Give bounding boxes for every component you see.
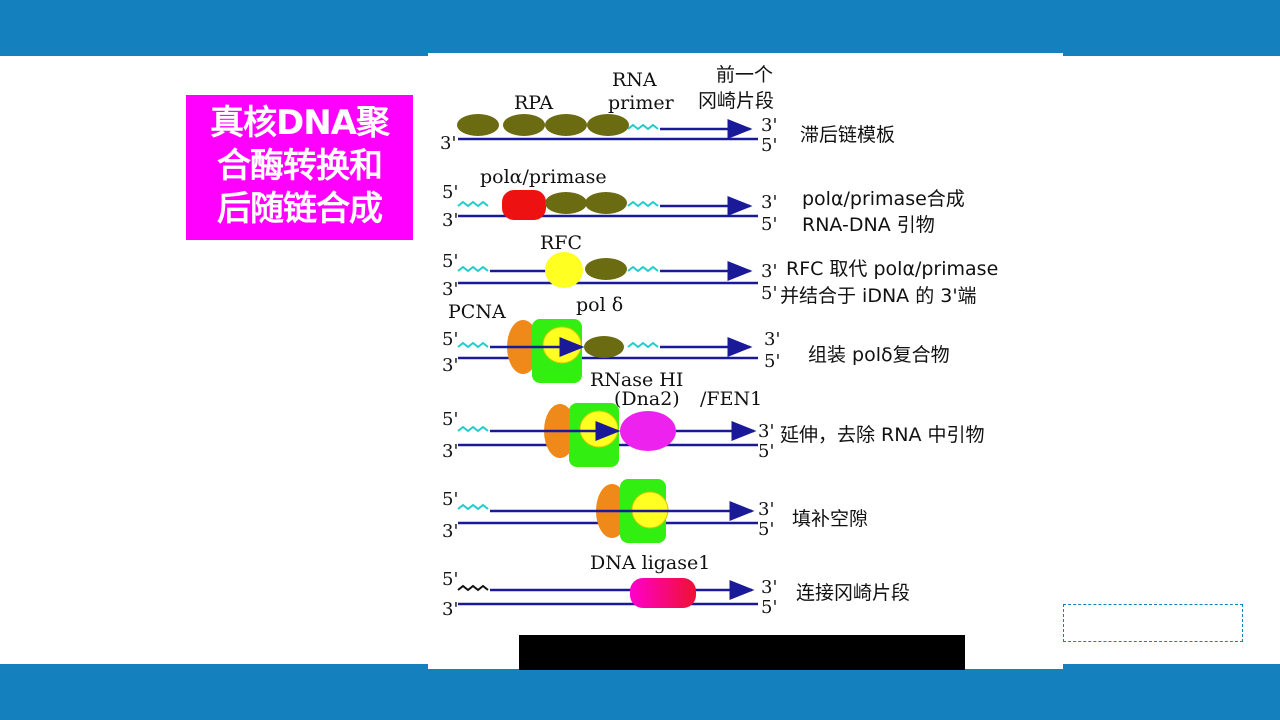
end-label: 5' bbox=[442, 329, 458, 350]
rpa-protein bbox=[585, 192, 627, 214]
pcna-label: PCNA bbox=[448, 301, 506, 323]
step-desc: 并结合于 iDNA 的 3'端 bbox=[780, 285, 977, 307]
rna-primer bbox=[457, 425, 489, 433]
end-label: 5' bbox=[442, 489, 458, 510]
title-line-1: 真核DNA聚 bbox=[210, 103, 390, 143]
end-label: 3' bbox=[442, 210, 458, 231]
rna-primer bbox=[627, 200, 659, 208]
rfc-protein bbox=[579, 410, 619, 448]
fen1-label: /FEN1 bbox=[700, 388, 762, 410]
rpa-protein bbox=[587, 114, 629, 136]
end-label: 3' bbox=[440, 133, 456, 154]
fen1-protein bbox=[620, 411, 676, 451]
title-line-2: 合酶转换和 bbox=[217, 146, 383, 186]
end-label: 5' bbox=[758, 441, 774, 462]
end-label: 5' bbox=[761, 597, 777, 618]
rpa-protein bbox=[545, 114, 587, 136]
row-1: 3' 3' 5' 滞后链模板 bbox=[440, 114, 895, 156]
row-5: RNase HI (Dna2) /FEN1 5' 3' 3' 5' 延伸，去除 … bbox=[442, 369, 985, 467]
dna-nick-end bbox=[457, 584, 489, 592]
end-label: 5' bbox=[761, 283, 777, 304]
title-line-3: 后随链合成 bbox=[217, 189, 383, 229]
ligase-label: DNA ligase1 bbox=[590, 552, 710, 574]
end-label: 3' bbox=[442, 521, 458, 542]
end-label: 5' bbox=[761, 214, 777, 235]
step-desc: 滞后链模板 bbox=[800, 124, 895, 146]
step-desc: 填补空隙 bbox=[792, 508, 868, 530]
row-6: 5' 3' 3' 5' 填补空隙 bbox=[442, 479, 868, 543]
primer-label: primer bbox=[608, 92, 675, 114]
slide-title: 真核DNA聚 合酶转换和 后随链合成 bbox=[186, 95, 413, 240]
pol-alpha-primase bbox=[502, 190, 546, 220]
rpa-label: RPA bbox=[514, 92, 553, 114]
end-label: 5' bbox=[442, 182, 458, 203]
rfc-protein bbox=[542, 326, 582, 364]
end-label: 5' bbox=[442, 569, 458, 590]
rnase-label: RNase HI bbox=[590, 369, 683, 391]
rna-primer bbox=[457, 200, 489, 208]
end-label: 5' bbox=[761, 135, 777, 156]
rpa-protein bbox=[585, 258, 627, 280]
rna-primer bbox=[457, 503, 489, 511]
rpa-protein bbox=[545, 192, 587, 214]
dna2-label: (Dna2) bbox=[614, 388, 680, 410]
dna-ligase-protein bbox=[630, 578, 696, 608]
end-label: 3' bbox=[761, 577, 777, 598]
rfc-label: RFC bbox=[540, 232, 582, 254]
top-band bbox=[0, 0, 1280, 56]
end-label: 3' bbox=[442, 599, 458, 620]
rpa-protein bbox=[584, 336, 624, 358]
end-label: 3' bbox=[761, 115, 777, 136]
end-label: 5' bbox=[764, 351, 780, 372]
end-label: 3' bbox=[758, 499, 774, 520]
rna-label: RNA bbox=[612, 69, 657, 91]
end-label: 3' bbox=[442, 441, 458, 462]
step-desc: RFC 取代 polα/primase bbox=[786, 258, 998, 280]
row-4: PCNA pol δ 5' 3' 3' 5' 组装 polδ复合物 bbox=[442, 294, 950, 383]
prev-fragment-label-1: 前一个 bbox=[716, 64, 773, 86]
rna-primer bbox=[627, 265, 659, 273]
dashed-placeholder-box bbox=[1063, 604, 1243, 642]
end-label: 3' bbox=[442, 355, 458, 376]
step-desc: 连接冈崎片段 bbox=[796, 582, 910, 604]
step-desc: RNA-DNA 引物 bbox=[802, 214, 935, 236]
end-label: 3' bbox=[761, 261, 777, 282]
row-2: polα/primase 5' 3' 3' 5' polα/primase合成 … bbox=[442, 166, 965, 236]
end-label: 5' bbox=[758, 519, 774, 540]
end-label: 3' bbox=[758, 421, 774, 442]
rpa-protein bbox=[503, 114, 545, 136]
end-label: 3' bbox=[761, 192, 777, 213]
rna-primer bbox=[457, 265, 489, 273]
end-label: 5' bbox=[442, 409, 458, 430]
prev-fragment-label-2: 冈崎片段 bbox=[698, 90, 774, 112]
black-bar bbox=[519, 635, 965, 670]
step-desc: polα/primase合成 bbox=[802, 188, 965, 210]
end-label: 3' bbox=[764, 329, 780, 350]
rfc-protein bbox=[545, 252, 583, 288]
pol-alpha-label: polα/primase bbox=[480, 166, 607, 188]
okazaki-diagram: RPA RNA primer 前一个 冈崎片段 3' 3' 5' 滞后链模板 p… bbox=[428, 53, 1063, 669]
end-label: 5' bbox=[442, 251, 458, 272]
rna-primer bbox=[627, 123, 659, 131]
bottom-band bbox=[0, 664, 1280, 720]
rna-primer bbox=[627, 341, 659, 349]
row-3: RFC 5' 3' 3' 5' RFC 取代 polα/primase 并结合于… bbox=[442, 232, 998, 307]
rpa-protein bbox=[457, 114, 499, 136]
step-desc: 延伸，去除 RNA 中引物 bbox=[780, 424, 985, 446]
end-label: 3' bbox=[442, 279, 458, 300]
row-7: DNA ligase1 5' 3' 3' 5' 连接冈崎片段 bbox=[442, 552, 910, 620]
pol-delta-label: pol δ bbox=[576, 294, 623, 316]
rna-primer bbox=[457, 341, 489, 349]
step-desc: 组装 polδ复合物 bbox=[808, 344, 950, 366]
